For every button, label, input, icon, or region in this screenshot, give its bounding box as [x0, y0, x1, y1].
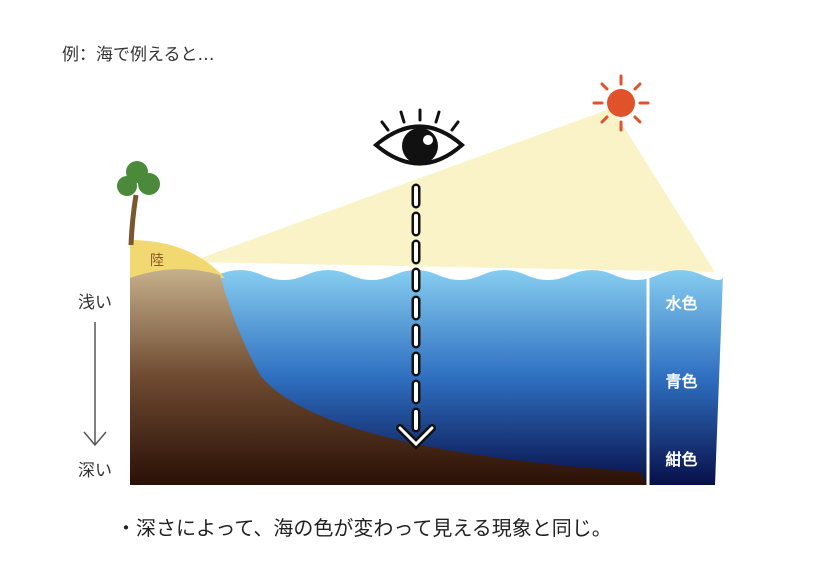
land-label: 陸: [150, 253, 164, 269]
tree-icon: [117, 161, 160, 246]
sunlight-beam: [190, 108, 715, 272]
color-label-light-blue: 水色: [665, 294, 698, 313]
eye-icon: [372, 108, 466, 166]
color-label-navy: 紺色: [665, 450, 698, 469]
sun-icon: [592, 74, 650, 132]
color-label-blue: 青色: [665, 372, 698, 391]
shallow-label: 浅い: [78, 293, 112, 313]
sand-mound: [130, 240, 225, 278]
caption: ・深さによって、海の色が変わって見える現象と同じ。: [116, 516, 612, 540]
seabed-land: [130, 269, 648, 485]
depth-arrow: [83, 322, 107, 447]
title: 例：海で例えると…: [62, 45, 215, 65]
line-of-sight-arrow: [396, 183, 436, 450]
deep-label: 深い: [78, 461, 112, 481]
